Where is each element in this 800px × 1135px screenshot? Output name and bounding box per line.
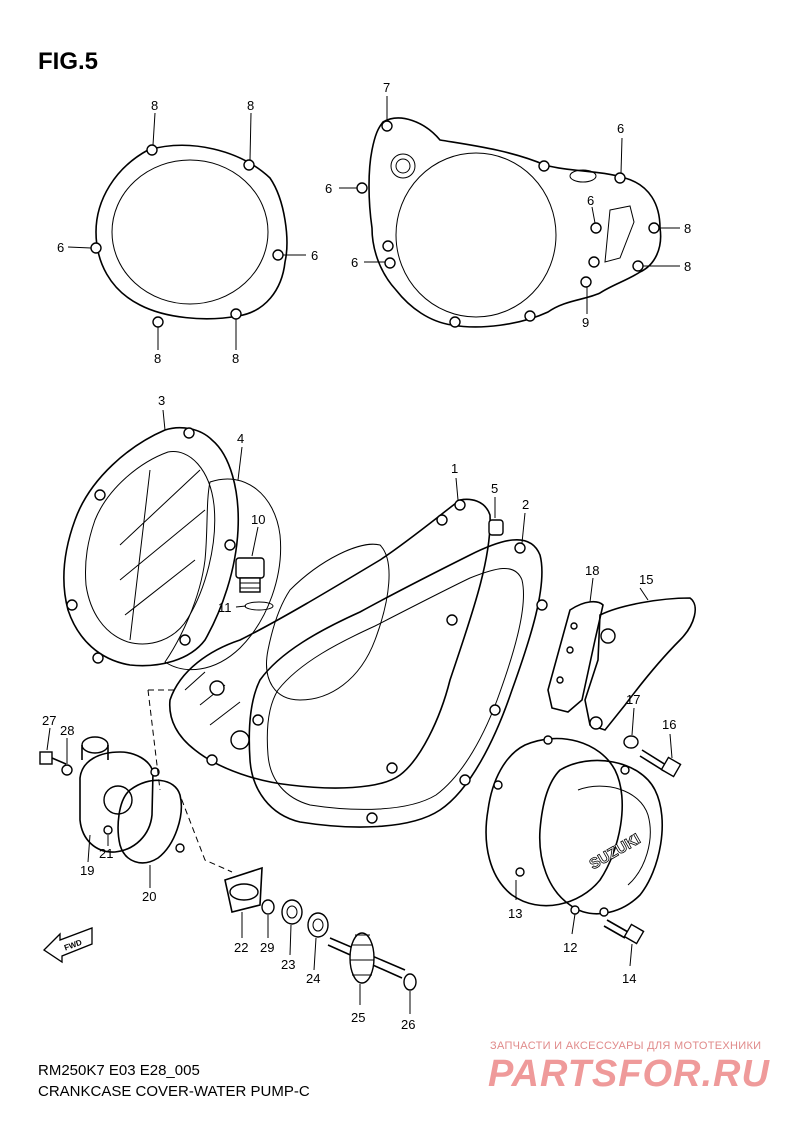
bolt-14 bbox=[603, 919, 645, 945]
callout-8: 8 bbox=[247, 98, 254, 113]
callout-6: 6 bbox=[325, 181, 332, 196]
callout-18: 18 bbox=[585, 563, 599, 578]
clutch-cover-gasket bbox=[90, 144, 288, 328]
leader-17 bbox=[631, 707, 635, 736]
dowel-21 bbox=[103, 825, 113, 835]
diagram-code: RM250K7 E03 E28_005 bbox=[38, 1062, 200, 1079]
callout-6: 6 bbox=[57, 240, 64, 255]
callout-1: 1 bbox=[451, 461, 458, 476]
leader-4 bbox=[237, 446, 243, 481]
washer-17 bbox=[623, 735, 639, 749]
alignment-line bbox=[147, 689, 233, 873]
crankcase-cover-gasket-outline bbox=[368, 117, 662, 328]
leader-3 bbox=[162, 409, 166, 431]
crankcase-gasket-holes bbox=[356, 120, 660, 328]
callout-12: 12 bbox=[563, 940, 577, 955]
callout-6: 6 bbox=[311, 248, 318, 263]
leader-11 bbox=[235, 605, 247, 608]
water-pump-case-19 bbox=[79, 736, 154, 853]
oil-seal-23 bbox=[281, 899, 303, 925]
callout-17: 17 bbox=[626, 692, 640, 707]
leader-16 bbox=[669, 733, 673, 759]
magneto-cover-gasket-13 bbox=[485, 735, 623, 907]
callout-6: 6 bbox=[587, 193, 594, 208]
callout-6: 6 bbox=[351, 255, 358, 270]
callout-8: 8 bbox=[684, 259, 691, 274]
leader-1 bbox=[455, 477, 459, 501]
callout-16: 16 bbox=[662, 717, 676, 732]
callout-24: 24 bbox=[306, 971, 320, 986]
watermark-tagline: ЗАПЧАСТИ И АКСЕССУАРЫ ДЛЯ МОТОТЕХНИКИ bbox=[490, 1040, 762, 1052]
callout-20: 20 bbox=[142, 889, 156, 904]
pump-shaft-25 bbox=[327, 932, 406, 984]
callout-21: 21 bbox=[99, 846, 113, 861]
leader-15 bbox=[639, 587, 649, 601]
callout-9: 9 bbox=[582, 315, 589, 330]
callout-19: 19 bbox=[80, 863, 94, 878]
circlip-26 bbox=[403, 973, 417, 991]
oil-filler-cap bbox=[235, 557, 265, 593]
callout-labels: 8 8 6 6 8 8 7 6 6 6 6 8 8 9 3 4 10 11 1 … bbox=[42, 80, 691, 1032]
callout-13: 13 bbox=[508, 906, 522, 921]
callout-5: 5 bbox=[491, 481, 498, 496]
pump-gasket-20 bbox=[117, 767, 185, 864]
callout-8: 8 bbox=[684, 221, 691, 236]
leader-18 bbox=[589, 577, 594, 603]
callout-3: 3 bbox=[158, 393, 165, 408]
callout-14: 14 bbox=[622, 971, 636, 986]
magneto-cover-12: SUZUKI bbox=[538, 759, 663, 917]
watermark-brand: PARTSFOR.RU bbox=[488, 1053, 770, 1095]
diagram-caption: CRANKCASE COVER-WATER PUMP-C bbox=[38, 1083, 310, 1100]
leader-27 bbox=[46, 727, 51, 751]
callout-15: 15 bbox=[639, 572, 653, 587]
callout-28: 28 bbox=[60, 723, 74, 738]
leader-10 bbox=[251, 526, 259, 557]
callout-11: 11 bbox=[218, 600, 232, 615]
chain-guide-15 bbox=[584, 597, 696, 731]
bracket-18 bbox=[547, 600, 604, 713]
cover-brand-text: SUZUKI bbox=[587, 831, 644, 874]
callout-7: 7 bbox=[383, 80, 390, 95]
leader-24 bbox=[313, 937, 317, 971]
callout-10: 10 bbox=[251, 512, 265, 527]
dowel-pin bbox=[488, 519, 504, 536]
figure-title: FIG.5 bbox=[38, 48, 99, 75]
callout-29: 29 bbox=[260, 940, 274, 955]
callout-2: 2 bbox=[522, 497, 529, 512]
leader-12 bbox=[571, 913, 576, 935]
oil-cap-oring bbox=[244, 601, 274, 611]
leader-2 bbox=[521, 512, 526, 544]
washer-29 bbox=[261, 899, 275, 915]
crankcase-gasket-leaders bbox=[339, 96, 680, 314]
clutch-cover bbox=[63, 426, 240, 667]
crankcase-cover-gasket-main bbox=[248, 539, 548, 828]
impeller-22 bbox=[224, 866, 263, 913]
bolt-27 bbox=[39, 751, 67, 765]
washer-28 bbox=[61, 764, 73, 776]
callout-23: 23 bbox=[281, 957, 295, 972]
callout-8: 8 bbox=[154, 351, 161, 366]
leader-19 bbox=[87, 834, 91, 863]
clutch-cover-oring bbox=[164, 478, 282, 671]
fwd-arrow-icon: FWD bbox=[42, 927, 93, 964]
callout-27: 27 bbox=[42, 713, 56, 728]
gasket-leader-lines bbox=[67, 112, 306, 350]
crankcase-cover bbox=[169, 498, 491, 789]
callout-6: 6 bbox=[617, 121, 624, 136]
leader-14 bbox=[629, 943, 633, 967]
callout-8: 8 bbox=[232, 351, 239, 366]
bearing-24 bbox=[307, 912, 329, 938]
callout-8: 8 bbox=[151, 98, 158, 113]
callout-25: 25 bbox=[351, 1010, 365, 1025]
callout-26: 26 bbox=[401, 1017, 415, 1032]
bolt-16 bbox=[639, 749, 682, 778]
callout-22: 22 bbox=[234, 940, 248, 955]
leader-23 bbox=[289, 924, 292, 956]
callout-4: 4 bbox=[237, 431, 244, 446]
